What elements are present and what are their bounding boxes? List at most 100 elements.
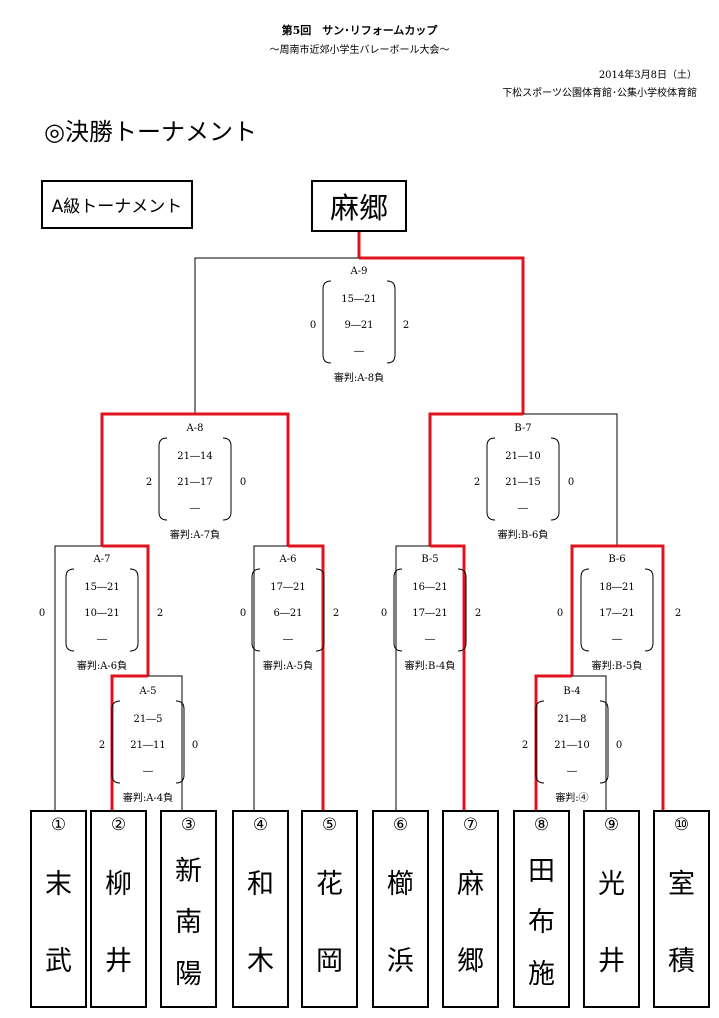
set-score: 15―21 bbox=[341, 294, 376, 305]
team-name-char: 陽 bbox=[175, 958, 202, 990]
score-bracket bbox=[251, 568, 261, 652]
set-score: 21―14 bbox=[177, 451, 212, 462]
set-score: ― bbox=[143, 766, 153, 777]
sets-won-left: 0 bbox=[240, 608, 246, 619]
bracket-line bbox=[430, 544, 466, 810]
score-bracket bbox=[580, 568, 590, 652]
set-score: ― bbox=[567, 766, 577, 777]
score-bracket bbox=[222, 437, 232, 521]
team-name-char: 和 bbox=[247, 869, 274, 900]
bracket-line bbox=[523, 413, 618, 546]
set-score: ― bbox=[612, 634, 622, 645]
score-bracket bbox=[386, 280, 396, 364]
tournament-title: 第5回 サン･リフォームカップ bbox=[281, 24, 438, 37]
set-score: ― bbox=[97, 634, 107, 645]
team-name: 櫛浜 bbox=[374, 846, 427, 1000]
match-id: A-8 bbox=[186, 423, 204, 434]
bracket-line bbox=[428, 412, 523, 546]
score-bracket bbox=[158, 437, 168, 521]
sets-won-left: 2 bbox=[99, 740, 105, 751]
sets-won-left: 0 bbox=[557, 608, 563, 619]
event-venue: 下松スポーツ公園体育館･公集小学校体育館 bbox=[502, 88, 697, 99]
team-number: ② bbox=[110, 815, 127, 835]
bracket-line bbox=[617, 544, 665, 810]
team-name-char: 花 bbox=[316, 869, 343, 900]
team-box: ⑥ 櫛浜 bbox=[372, 810, 429, 1008]
set-score: 6―21 bbox=[273, 608, 302, 619]
set-score: 21―17 bbox=[177, 477, 212, 488]
team-name-char: 施 bbox=[528, 958, 555, 990]
sets-won-left: 0 bbox=[381, 608, 387, 619]
team-number: ⑦ bbox=[462, 815, 479, 835]
event-date: 2014年3月8日（土） bbox=[598, 70, 697, 81]
sets-won-left: 0 bbox=[39, 608, 45, 619]
bracket-line bbox=[570, 544, 617, 676]
team-name: 光井 bbox=[585, 846, 638, 1000]
team-name-char: 新 bbox=[175, 856, 202, 888]
team-number: ⑤ bbox=[321, 815, 338, 835]
team-name-char: 布 bbox=[528, 907, 555, 939]
bracket-line bbox=[148, 675, 183, 810]
referee-note: 審判:B-5負 bbox=[592, 659, 643, 672]
match-id: A-5 bbox=[139, 686, 157, 697]
set-score: 15―21 bbox=[84, 582, 119, 593]
team-name-char: 積 bbox=[668, 946, 695, 977]
match-id: B-5 bbox=[421, 554, 438, 565]
bracket-line bbox=[572, 675, 607, 810]
sets-won-left: 2 bbox=[146, 477, 152, 488]
sets-won-right: 2 bbox=[675, 608, 681, 619]
team-name: 室積 bbox=[655, 846, 708, 1000]
team-name-char: 麻 bbox=[457, 869, 484, 900]
set-score: ― bbox=[283, 634, 293, 645]
set-score: 17―21 bbox=[599, 608, 634, 619]
set-score: 21―10 bbox=[554, 740, 589, 751]
score-bracket bbox=[457, 568, 467, 652]
match-id: A-6 bbox=[279, 554, 297, 565]
bracket-line bbox=[102, 544, 150, 676]
match-id: A-7 bbox=[93, 554, 111, 565]
referee-note: 審判:A-8負 bbox=[334, 371, 384, 384]
set-score: 21―15 bbox=[505, 477, 540, 488]
team-name: 新南陽 bbox=[162, 846, 215, 1000]
set-score: 21―10 bbox=[505, 451, 540, 462]
sets-won-right: 2 bbox=[333, 608, 339, 619]
team-name: 麻郷 bbox=[444, 846, 497, 1000]
sets-won-right: 2 bbox=[157, 608, 163, 619]
sets-won-right: 0 bbox=[240, 477, 246, 488]
set-score: 17―21 bbox=[270, 582, 305, 593]
referee-note: 審判:A-5負 bbox=[263, 659, 313, 672]
bracket-line bbox=[288, 544, 325, 810]
team-name-char: 室 bbox=[668, 869, 695, 900]
team-number: ⑥ bbox=[392, 815, 409, 835]
team-name-char: 櫛 bbox=[387, 869, 414, 900]
referee-note: 審判:A-4負 bbox=[123, 791, 173, 804]
score-bracket bbox=[322, 280, 332, 364]
team-name: 末武 bbox=[32, 846, 85, 1000]
match-id: B-4 bbox=[563, 686, 580, 697]
score-bracket bbox=[644, 568, 654, 652]
team-number: ③ bbox=[180, 815, 197, 835]
team-number: ⑧ bbox=[533, 815, 550, 835]
bracket-line bbox=[395, 545, 430, 810]
sets-won-right: 0 bbox=[568, 477, 574, 488]
team-name: 花岡 bbox=[303, 846, 356, 1000]
team-box: ⑦ 麻郷 bbox=[442, 810, 499, 1008]
bracket-line bbox=[194, 257, 359, 414]
sets-won-right: 2 bbox=[403, 320, 409, 331]
team-name-char: 井 bbox=[105, 946, 132, 977]
bracket-line bbox=[359, 256, 525, 414]
team-name: 柳井 bbox=[92, 846, 145, 1000]
team-box: ⑨ 光井 bbox=[583, 810, 640, 1008]
team-number: ④ bbox=[252, 815, 269, 835]
score-bracket bbox=[111, 700, 121, 784]
team-name-char: 井 bbox=[598, 946, 625, 977]
team-number: ⑨ bbox=[603, 815, 620, 835]
sets-won-left: 2 bbox=[474, 477, 480, 488]
team-name-char: 岡 bbox=[316, 946, 343, 977]
referee-note: 審判:④ bbox=[555, 791, 588, 804]
